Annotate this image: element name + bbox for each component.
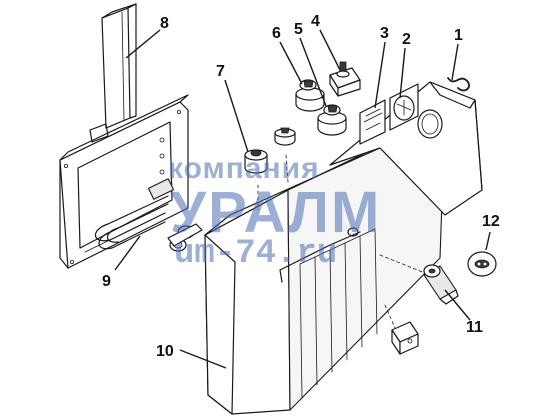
watermark-line1: компания — [168, 152, 320, 185]
gauge-2 — [389, 83, 419, 131]
side-panel-frame — [59, 94, 189, 269]
callout-8: 8 — [160, 15, 169, 32]
callout-6: 6 — [272, 25, 281, 42]
callout-3: 3 — [380, 25, 389, 42]
plug-12 — [467, 251, 497, 277]
watermark-line3: um-74.ru — [174, 235, 337, 273]
heater-element-9 — [84, 178, 175, 253]
callout-5: 5 — [294, 21, 303, 38]
cable-glands — [167, 223, 203, 252]
gauge-3 — [359, 99, 386, 145]
cabinet-hole — [347, 227, 359, 237]
callout-11: 11 — [466, 319, 483, 336]
cabinet-louvres — [299, 228, 378, 399]
cabinet-body — [204, 81, 483, 415]
watermark: компания УРАЛМ um-74.ru — [168, 152, 381, 273]
knob-6 — [295, 79, 325, 112]
callout-labels: 1 2 3 4 5 6 7 8 9 10 11 12 — [102, 13, 500, 360]
clip-1 — [447, 77, 470, 92]
knob-small — [274, 127, 296, 146]
leader-lines — [114, 29, 491, 369]
cable-gland-11 — [423, 264, 459, 305]
callout-9: 9 — [102, 273, 111, 290]
switch-4 — [329, 61, 361, 97]
panel-round-window — [417, 109, 443, 139]
lamp-7 — [244, 149, 268, 174]
callout-10: 10 — [156, 343, 174, 360]
callout-4: 4 — [311, 13, 320, 30]
knob-5 — [317, 104, 347, 136]
callout-2: 2 — [402, 31, 411, 48]
callout-12: 12 — [482, 213, 500, 230]
junction-box — [391, 321, 419, 355]
watermark-line2: УРАЛМ — [170, 180, 381, 245]
callout-7: 7 — [216, 63, 225, 80]
cover-8 — [89, 3, 137, 143]
callout-1: 1 — [454, 27, 463, 44]
